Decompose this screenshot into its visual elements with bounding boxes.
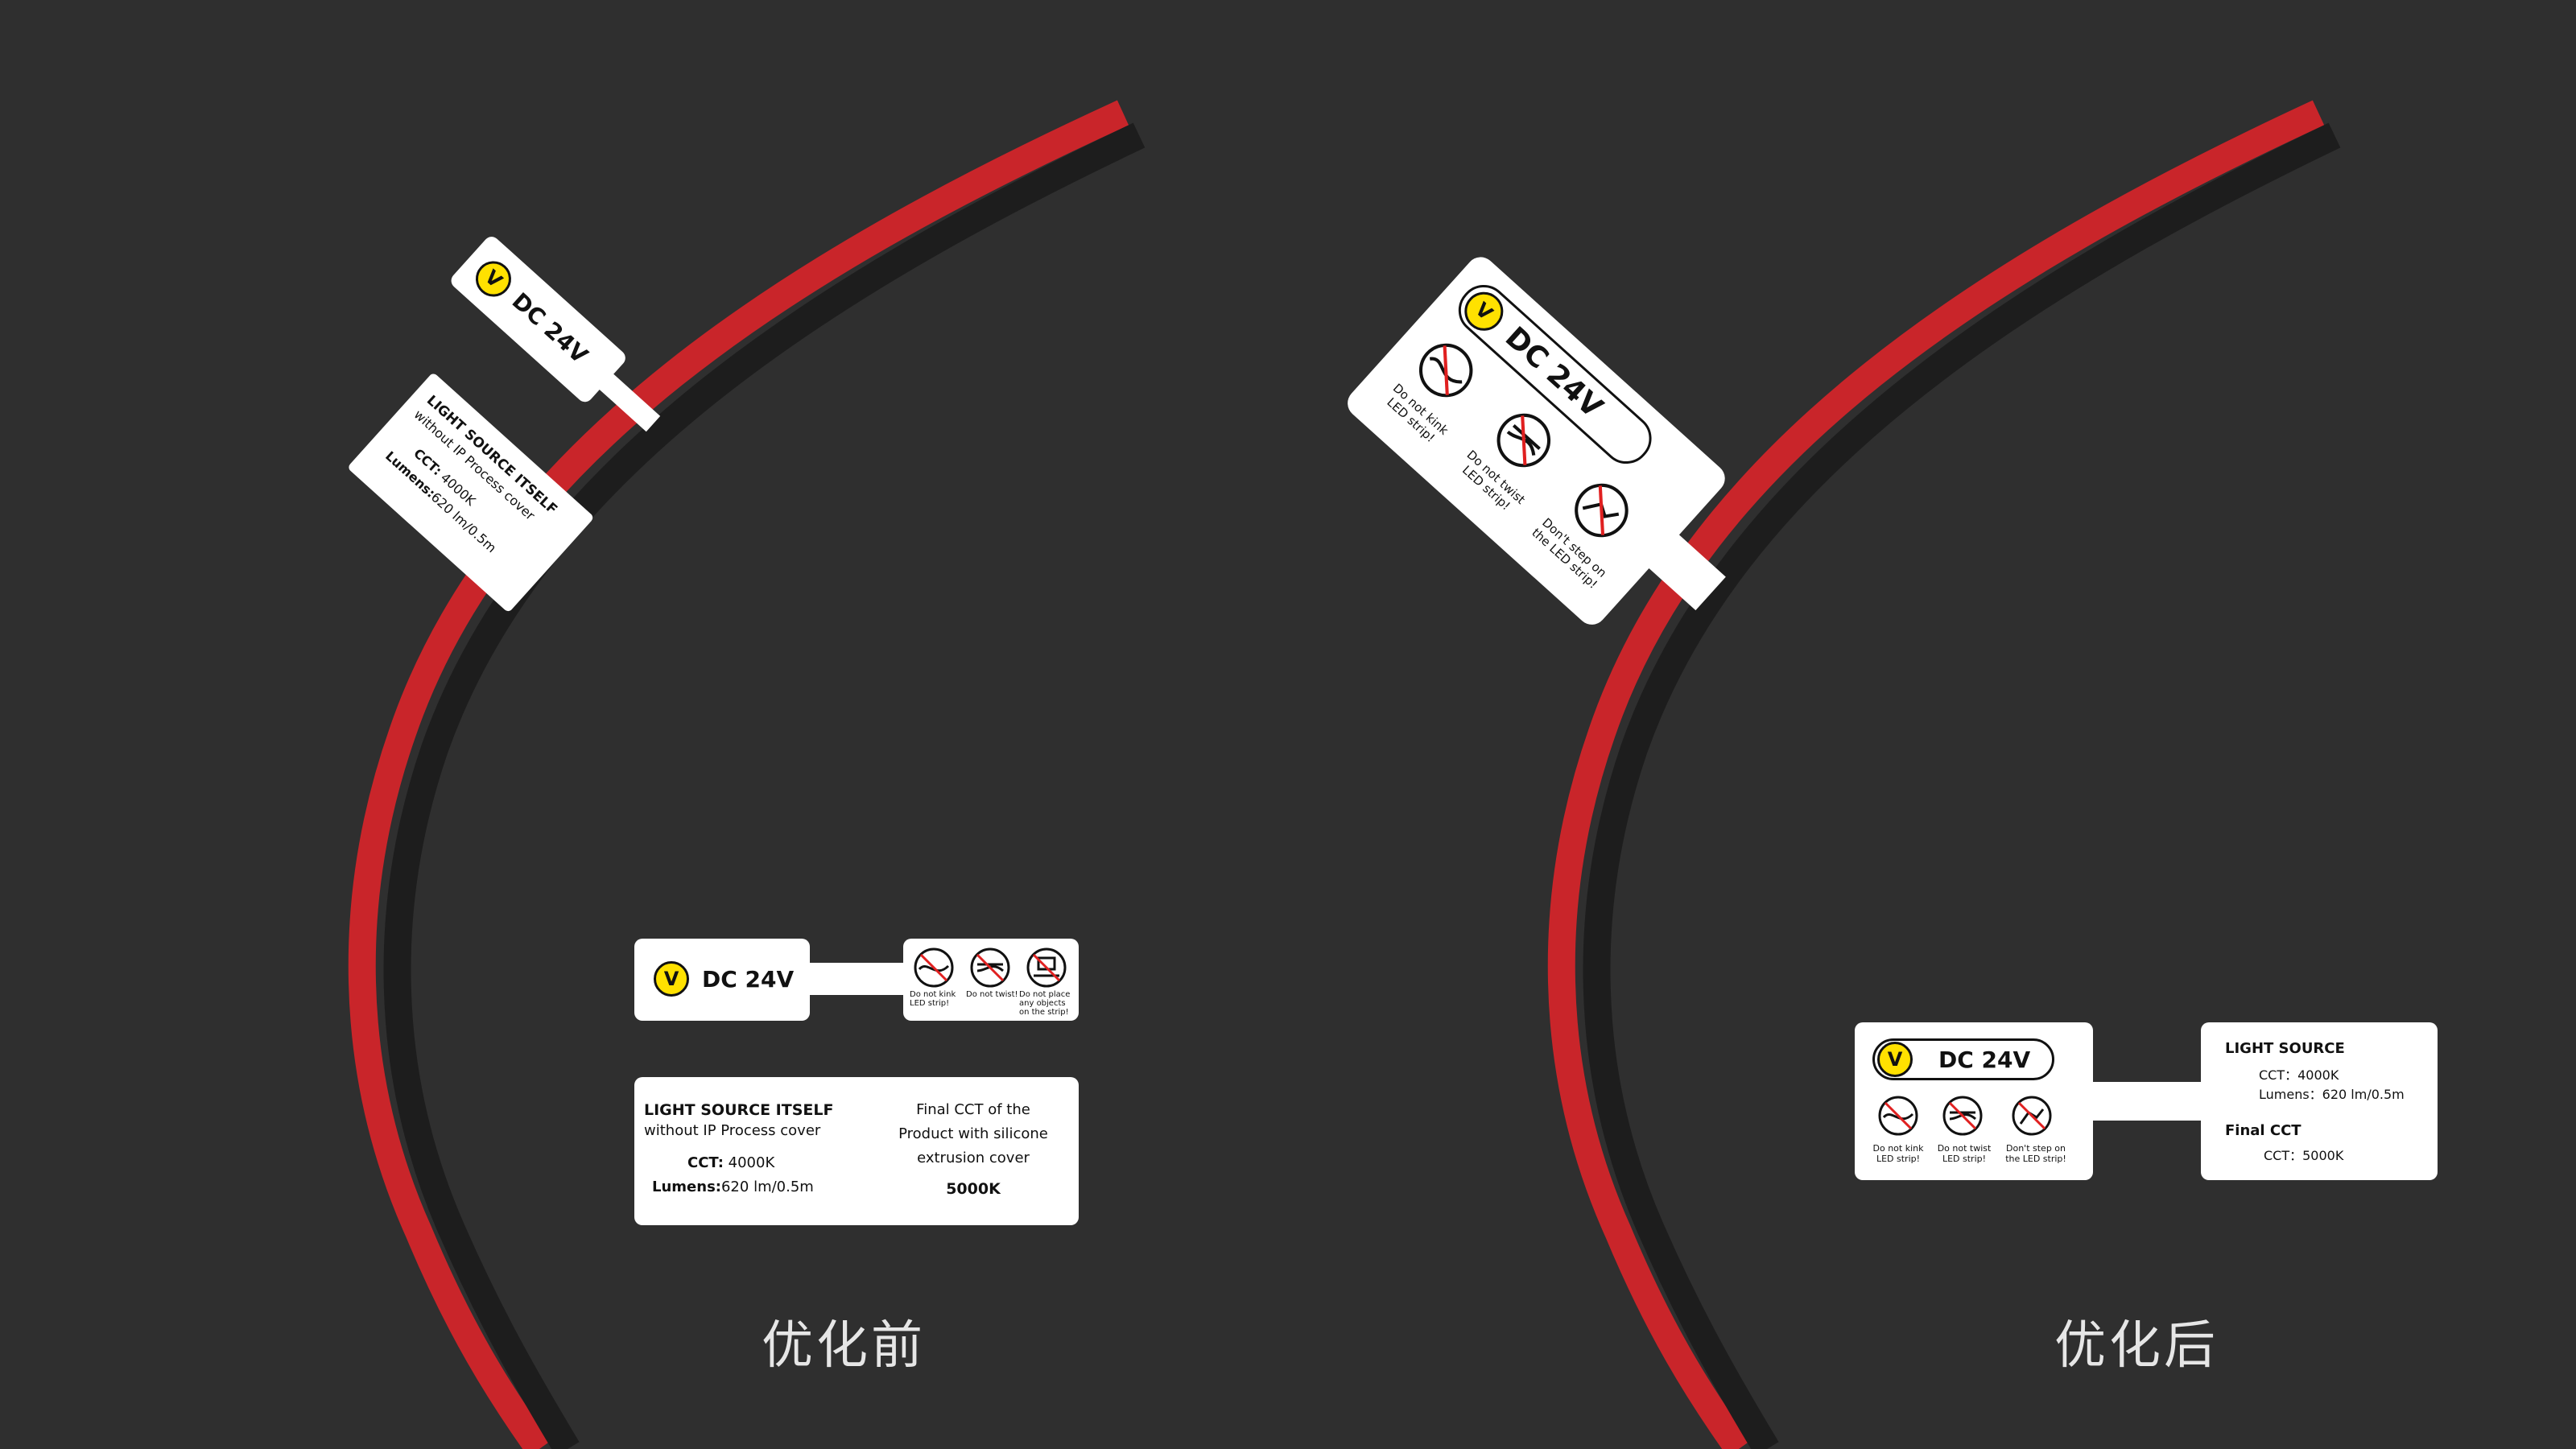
caption-before: 优化前 [762,1316,926,1376]
cct-row: CCT: 4000K [687,1154,775,1171]
voltage-pill [1872,1038,2054,1080]
warning-twist-text: Do not twist LED strip! [1937,1143,1992,1164]
no-twist-icon [970,947,1010,988]
right-black-wire [1583,122,2341,1449]
warning-twist-text: Do not twist! [966,990,1018,999]
voltage-badge-icon: V [468,254,519,304]
warning-objects-text: Do not place any objects on the strip! [1019,990,1071,1017]
warning-kink-text: Do not kink LED strip! [1872,1143,1924,1164]
light-source-heading: LIGHT SOURCE [2225,1040,2345,1057]
no-twist-icon [1942,1096,1983,1136]
final-cct-heading: Final CCT [2225,1122,2301,1139]
no-step-icon [1575,483,1629,538]
warning-step-text: Don't step on the LED strip! [2005,1143,2066,1164]
lumens-row: Lumens:620 lm/0.5m [652,1179,814,1195]
final-cct-line-3: extrusion cover [917,1150,1030,1166]
final-cct-value: CCT：5000K [2264,1148,2344,1163]
final-cct-line-2: Product with silicone [898,1125,1048,1142]
left-flat-warning-label: Do not kink LED strip! Do not twist! Do … [903,939,1079,1021]
caption-after: 优化后 [2054,1316,2219,1376]
no-step-icon [2012,1096,2052,1136]
left-flat-spec-label: LIGHT SOURCE ITSELF without IP Process c… [634,1077,1079,1225]
voltage-text: DC 24V [702,966,795,993]
light-source-heading: LIGHT SOURCE ITSELF [644,1101,834,1119]
no-twist-icon [1496,413,1551,468]
no-kink-icon [1878,1096,1918,1136]
left-flat-strap [808,963,905,995]
final-cct-line-1: Final CCT of the [916,1101,1030,1118]
no-kink-icon [1418,343,1473,398]
left-flat-voltage-label: V DC 24V [634,939,810,1021]
final-cct-value: 5000K [946,1180,1001,1198]
light-source-subheading: without IP Process cover [644,1122,821,1139]
no-objects-icon [1026,947,1067,988]
voltage-badge-icon: V [654,961,689,997]
right-red-wire [1547,100,2325,1449]
voltage-text: DC 24V [1938,1046,2031,1073]
right-flat-strap [2091,1082,2202,1121]
left-black-wire [383,122,1146,1449]
voltage-badge-icon: V [1877,1042,1913,1077]
right-flat-spec-label: LIGHT SOURCE CCT：4000K Lumens：620 lm/0.5… [2201,1022,2438,1180]
warning-kink-text: Do not kink LED strip! [910,990,956,1008]
no-kink-icon [914,947,954,988]
lumens-row: Lumens：620 lm/0.5m [2259,1087,2405,1102]
left-red-wire [348,100,1129,1449]
cct-row: CCT：4000K [2259,1067,2339,1083]
right-flat-warning-label: V DC 24V Do not kink LED strip! Do not t… [1855,1022,2093,1180]
